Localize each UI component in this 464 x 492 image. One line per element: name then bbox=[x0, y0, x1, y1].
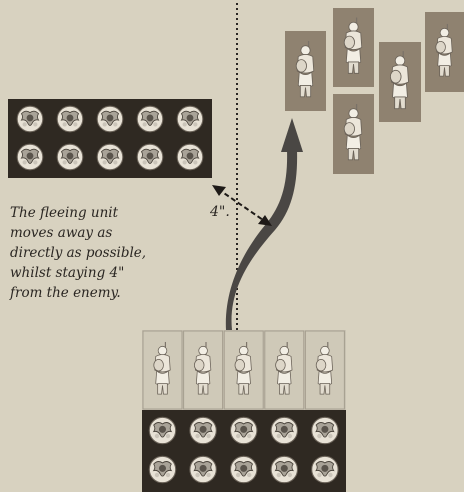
shield-icon bbox=[271, 456, 297, 482]
shield-icon bbox=[17, 106, 43, 132]
enemy-figure bbox=[285, 31, 326, 111]
shield-icon bbox=[97, 106, 123, 132]
shield-icon bbox=[190, 417, 216, 443]
shield-icon bbox=[271, 417, 297, 443]
shield-icon bbox=[137, 106, 163, 132]
enemy-figure bbox=[333, 8, 374, 87]
shield-icon bbox=[137, 144, 163, 170]
pursuing-enemy-models bbox=[285, 8, 464, 174]
caption-line: whilst staying 4" bbox=[10, 263, 200, 283]
shield-icon bbox=[17, 144, 43, 170]
caption-line: The fleeing unit bbox=[10, 203, 200, 223]
shield-icon bbox=[231, 456, 257, 482]
shield-icon bbox=[312, 417, 338, 443]
shield-icon bbox=[57, 106, 83, 132]
shield-icon bbox=[177, 106, 203, 132]
shield-icon bbox=[190, 456, 216, 482]
shield-icon bbox=[97, 144, 123, 170]
enemy-figure bbox=[333, 94, 374, 174]
shield-icon bbox=[149, 456, 175, 482]
shield-icon bbox=[312, 456, 338, 482]
caption-line: from the enemy. bbox=[10, 283, 200, 303]
enemy-unit bbox=[8, 99, 212, 178]
shield-icon bbox=[231, 417, 257, 443]
caption-line: directly as possible, bbox=[10, 243, 200, 263]
rule-caption: The fleeing unit moves away as directly … bbox=[10, 203, 200, 303]
shield-icon bbox=[57, 144, 83, 170]
caption-line: moves away as bbox=[10, 223, 200, 243]
enemy-figure bbox=[379, 42, 421, 122]
distance-label: 4". bbox=[210, 204, 230, 220]
enemy-figure bbox=[425, 12, 464, 92]
fleeing-unit bbox=[142, 330, 346, 492]
shield-icon bbox=[177, 144, 203, 170]
shield-icon bbox=[149, 417, 175, 443]
